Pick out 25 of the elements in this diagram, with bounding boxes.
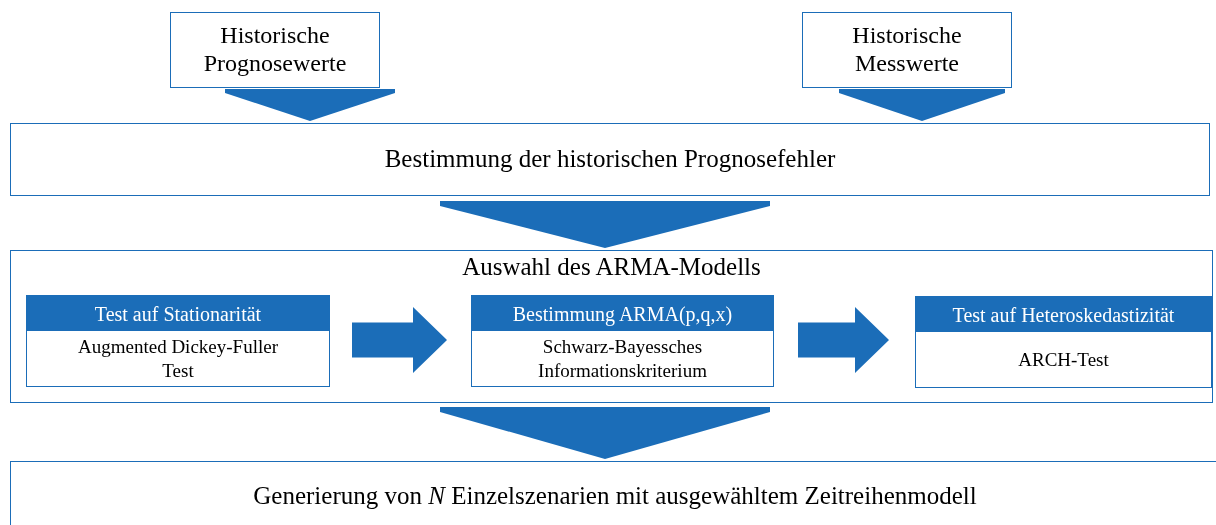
step-title: Bestimmung ARMA(p,q,x)	[472, 296, 773, 331]
box-label: Bestimmung der historischen Prognosefehler	[383, 144, 837, 175]
block-arrow	[352, 307, 447, 373]
process-box	[10, 123, 1210, 196]
titled-step-box	[915, 296, 1212, 388]
block-arrow	[839, 89, 1005, 121]
box-label: Historische Messwerte	[851, 21, 963, 78]
box-label: Historische Prognosewerte	[202, 21, 348, 78]
box-label: Generierung von N Einzelszenarien mit ausgewähltem Zeitreihenmodell	[252, 480, 978, 511]
step-title: Test auf Stationarität	[27, 296, 329, 331]
step-description: ARCH-Test	[1017, 347, 1110, 372]
block-arrow	[225, 89, 395, 121]
process-box	[10, 461, 1216, 525]
process-box	[10, 250, 1213, 403]
step-description: Augmented Dickey-Fuller Test	[77, 334, 279, 383]
box-label: Auswahl des ARMA-Modells	[461, 252, 762, 282]
block-arrow	[798, 307, 889, 373]
step-description: Schwarz-Bayessches Informationskriterium	[537, 334, 708, 383]
process-box	[802, 12, 1012, 88]
step-title: Test auf Heteroskedastizität	[916, 297, 1211, 332]
titled-step-box	[26, 295, 330, 387]
process-box	[170, 12, 380, 88]
block-arrow	[440, 407, 770, 459]
titled-step-box	[471, 295, 774, 387]
block-arrow	[440, 201, 770, 248]
